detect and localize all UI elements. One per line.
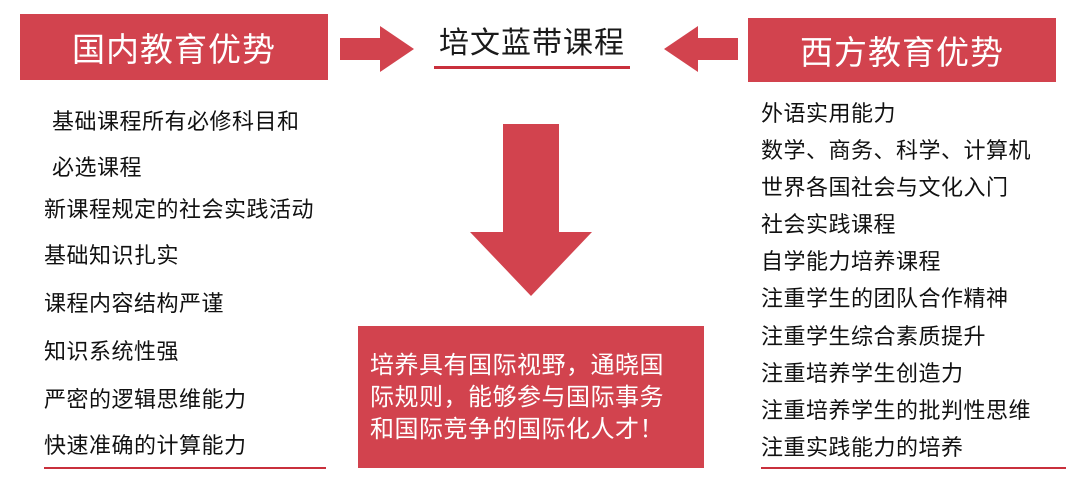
center-title: 培文蓝带课程 [439,26,625,61]
list-item: 社会实践课程 [761,213,897,239]
western-advantages-list: 外语实用能力 数学、商务、科学、计算机 世界各国社会与文化入门 社会实践课程 自… [761,96,1031,467]
list-item: 注重实践能力的培养 [761,435,964,461]
title-underline [434,66,630,69]
list-item: 严密的逻辑思维能力 [44,388,247,413]
list-item: 课程内容结构严谨 [44,292,225,317]
list-item: 注重学生的团队合作精神 [761,287,1009,313]
list-item: 基础课程所有必修科目和 [52,110,300,135]
right-arrow-icon [340,26,414,72]
western-advantages-header: 西方教育优势 [748,18,1056,82]
result-box: 培养具有国际视野，通晓国 际规则，能够参与国际事务 和国际竞争的国际化人才！ [358,326,704,468]
list-item: 注重培养学生的批判性思维 [761,398,1032,424]
list-item: 注重培养学生创造力 [761,361,964,387]
down-arrow-icon [470,124,592,296]
result-line: 际规则，能够参与国际事务 [370,383,664,411]
list-item: 世界各国社会与文化入门 [761,176,1009,202]
result-line: 培养具有国际视野，通晓国 [370,351,664,379]
list-item: 必选课程 [52,156,143,181]
left-arrow-icon [664,26,738,72]
left-list-rule [44,467,326,469]
domestic-advantages-header: 国内教育优势 [20,14,328,80]
list-item: 数学、商务、科学、计算机 [761,139,1032,165]
list-item: 自学能力培养课程 [761,250,942,276]
right-list-rule [761,467,1066,469]
list-item: 快速准确的计算能力 [44,434,247,459]
list-item: 基础知识扎实 [44,244,180,269]
result-line: 和国际竞争的国际化人才！ [370,415,664,443]
list-item: 外语实用能力 [761,102,897,127]
list-item: 注重学生综合素质提升 [761,324,987,350]
list-item: 新课程规定的社会实践活动 [44,198,315,223]
list-item: 知识系统性强 [44,340,180,365]
